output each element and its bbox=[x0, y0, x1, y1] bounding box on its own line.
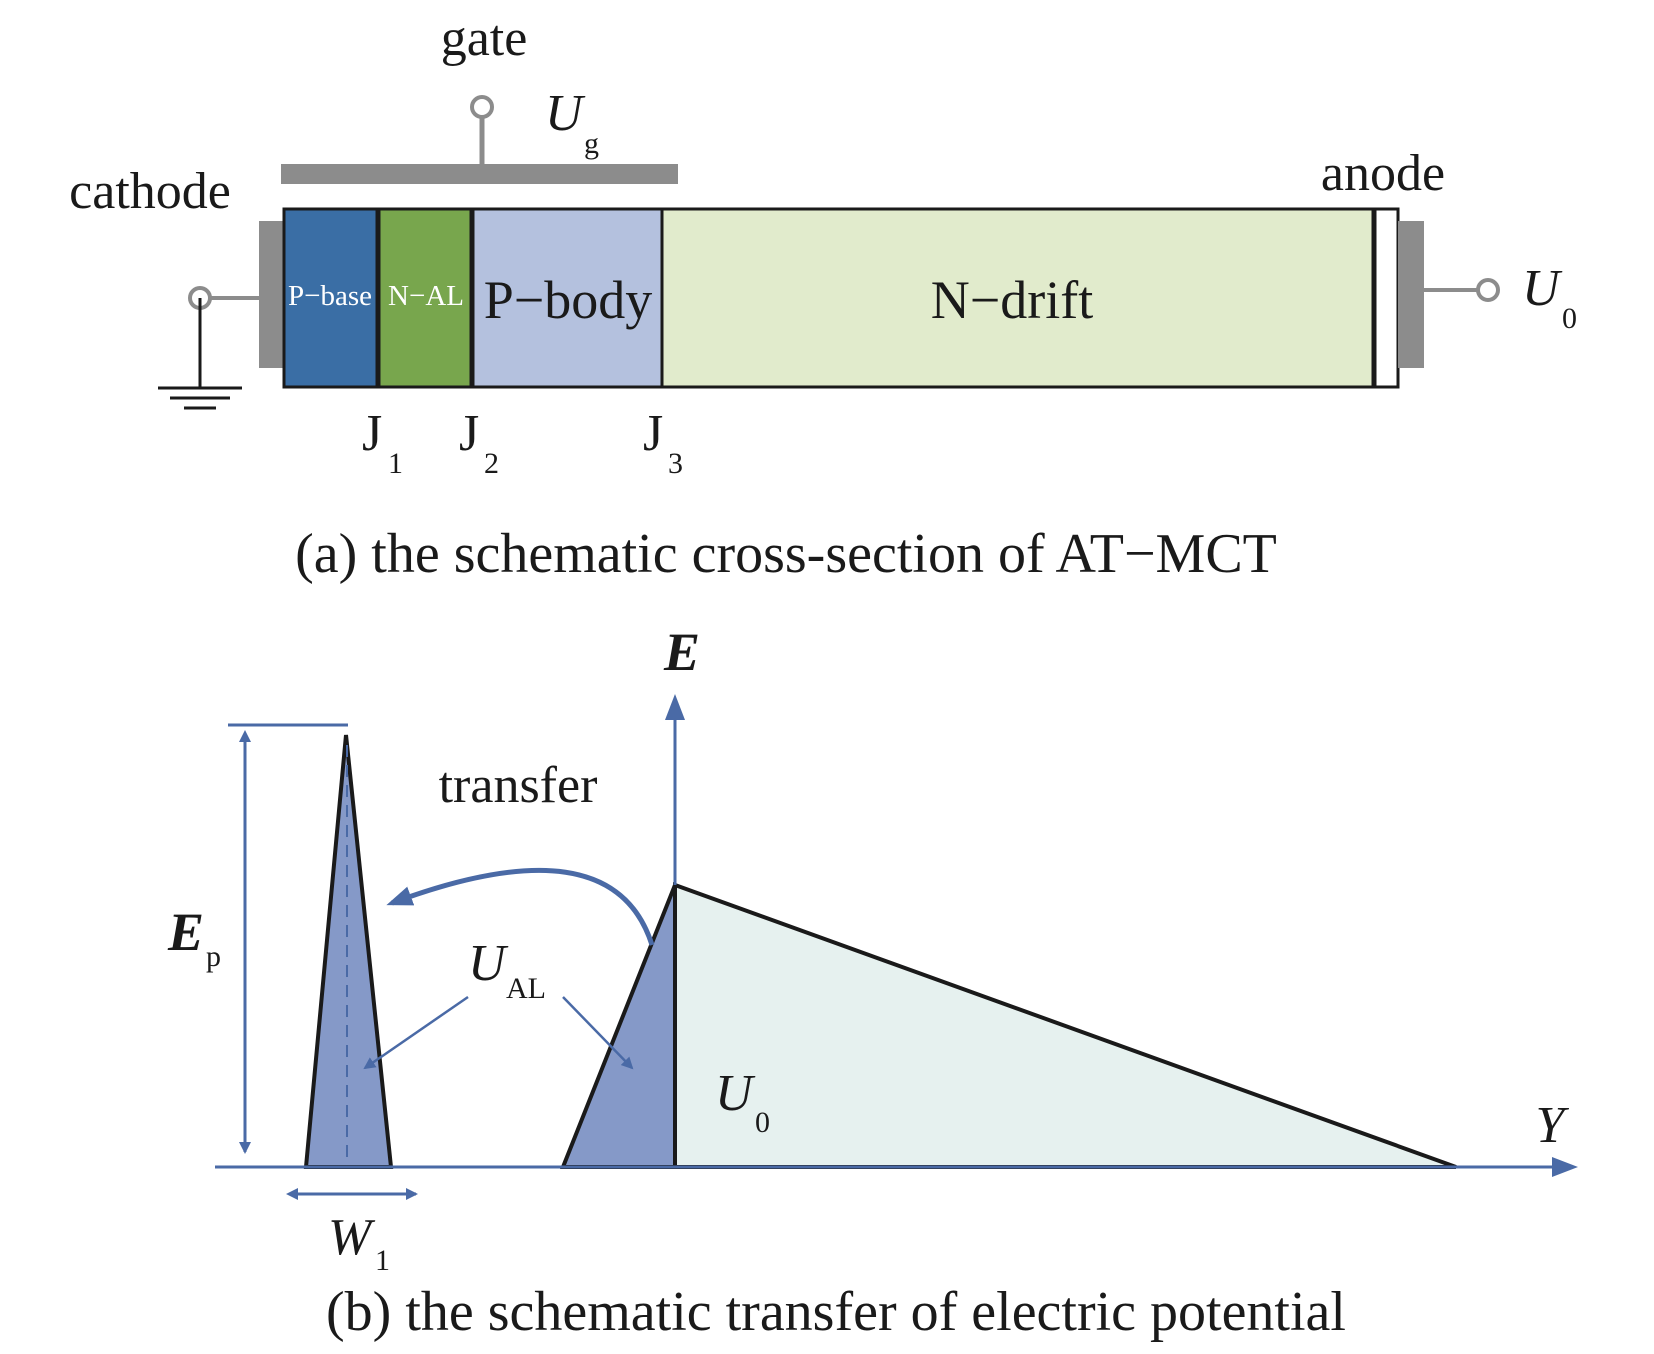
ep-subscript: p bbox=[206, 940, 221, 973]
junction-j2-label: J bbox=[459, 405, 479, 462]
p-base-label: P−base bbox=[288, 280, 372, 312]
ug-label: U bbox=[545, 85, 586, 142]
y-axis-label: Y bbox=[1536, 1097, 1570, 1154]
junction-j3-label: J bbox=[643, 405, 663, 462]
w1-label: W bbox=[328, 1209, 376, 1266]
gate-terminal-circle bbox=[470, 95, 494, 119]
junction-j1-label: J bbox=[362, 405, 382, 462]
p-base-region bbox=[284, 209, 377, 387]
panel-b-electric-field: E Y E p W 1 transfer U AL U 0 (b) the sc… bbox=[167, 622, 1578, 1343]
u0-label: U bbox=[1522, 260, 1563, 317]
cathode-label: cathode bbox=[69, 163, 231, 220]
e-axis-label: E bbox=[663, 622, 700, 682]
gate-electrode bbox=[281, 164, 678, 184]
transfer-arrow bbox=[386, 867, 655, 946]
panel-b-caption: (b) the schematic transfer of electric p… bbox=[326, 1281, 1346, 1343]
n-drift-field-triangle bbox=[673, 882, 1457, 1169]
ual-label: U bbox=[468, 935, 509, 992]
p-body-region bbox=[473, 209, 662, 387]
u0-field-label: U bbox=[715, 1065, 756, 1122]
n-drift-region bbox=[662, 209, 1374, 387]
p-body-label: P−body bbox=[484, 270, 653, 330]
n-drift-label: N−drift bbox=[931, 270, 1093, 330]
anode-terminal-circle bbox=[1476, 278, 1500, 302]
anode-p-layer bbox=[1374, 209, 1398, 387]
anode-label: anode bbox=[1321, 145, 1445, 202]
junction-j2-subscript: 2 bbox=[484, 447, 499, 480]
ual-pointer-right bbox=[562, 996, 634, 1070]
transfer-label: transfer bbox=[439, 757, 598, 814]
ground-icon bbox=[158, 386, 242, 410]
anode-contact bbox=[1398, 221, 1424, 368]
ug-subscript: g bbox=[584, 127, 599, 160]
p-body-field-triangle bbox=[560, 884, 677, 1169]
junction-j3-subscript: 3 bbox=[668, 447, 683, 480]
u0-subscript: 0 bbox=[1562, 302, 1577, 335]
junction-j1-subscript: 1 bbox=[388, 447, 403, 480]
panel-a-caption: (a) the schematic cross-section of AT−MC… bbox=[295, 523, 1277, 585]
w1-subscript: 1 bbox=[375, 1244, 390, 1277]
n-al-region bbox=[379, 209, 471, 387]
gate-label: gate bbox=[441, 10, 528, 67]
panel-a-cross-section: gate U g cathode P−base N−AL P−body N−dr… bbox=[69, 10, 1577, 585]
ep-label: E bbox=[167, 902, 204, 962]
ual-pointer-left bbox=[363, 995, 469, 1070]
n-al-field-triangle bbox=[303, 734, 394, 1169]
u0-field-subscript: 0 bbox=[755, 1106, 770, 1139]
cathode-contact bbox=[259, 221, 285, 368]
ual-subscript: AL bbox=[506, 972, 546, 1005]
n-al-label: N−AL bbox=[388, 280, 464, 312]
